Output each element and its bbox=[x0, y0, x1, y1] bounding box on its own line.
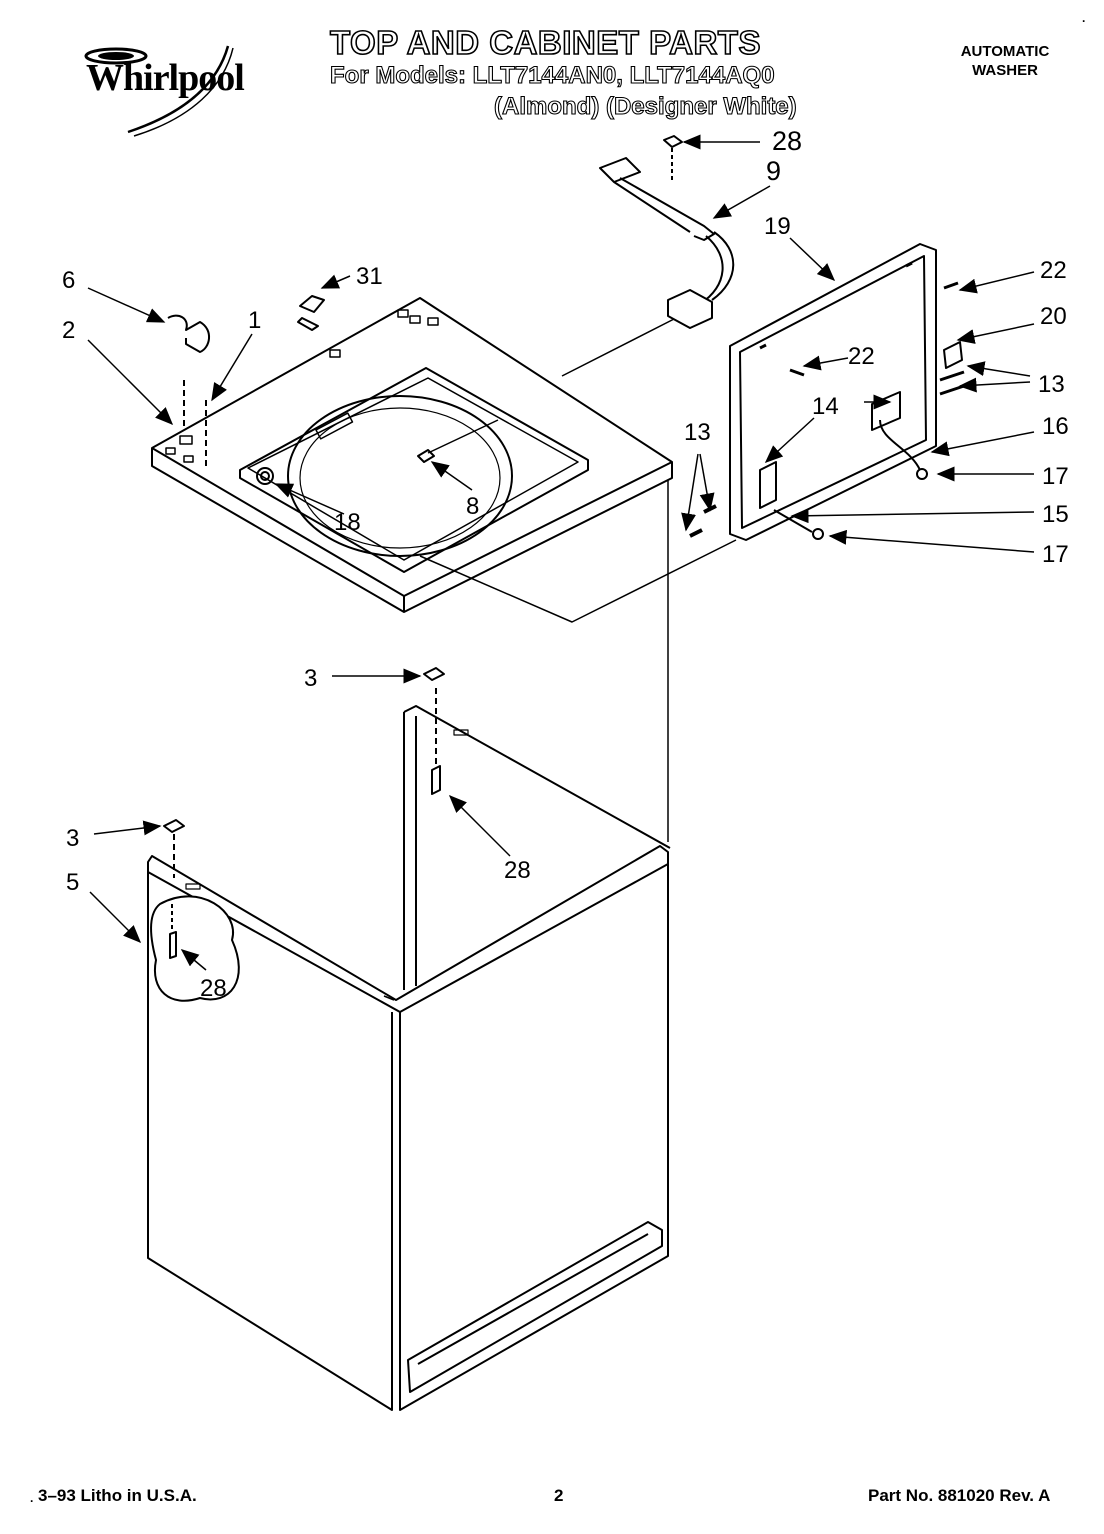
footer-part-number: Part No. 881020 Rev. A bbox=[868, 1486, 1051, 1505]
callout-22-left: 22 bbox=[848, 343, 875, 370]
callout-28-top: 28 bbox=[772, 126, 802, 156]
callout-31: 31 bbox=[356, 263, 383, 290]
callout-3-left: 3 bbox=[66, 825, 79, 852]
callout-28-cabinet: 28 bbox=[504, 857, 531, 884]
callout-16: 16 bbox=[1042, 413, 1069, 440]
callout-1: 1 bbox=[248, 307, 261, 334]
callout-3-top: 3 bbox=[304, 665, 317, 692]
callout-13-left: 13 bbox=[684, 419, 711, 446]
whirlpool-logo bbox=[78, 42, 268, 142]
product-type-line2: WASHER bbox=[972, 62, 1038, 79]
corner-mark-icon: · bbox=[30, 1494, 34, 1508]
callout-2: 2 bbox=[62, 317, 75, 344]
corner-mark-icon: · bbox=[1082, 14, 1086, 28]
page-title: TOP AND CABINET PARTS bbox=[329, 23, 761, 62]
callout-5: 5 bbox=[66, 869, 79, 896]
footer-page-number: 2 bbox=[554, 1486, 564, 1505]
callout-8: 8 bbox=[466, 493, 479, 520]
callout-17-lower: 17 bbox=[1042, 541, 1069, 568]
brand-name: Whirlpool bbox=[86, 57, 245, 99]
callout-20: 20 bbox=[1040, 303, 1067, 330]
footer-litho: 3–93 Litho in U.S.A. bbox=[38, 1486, 197, 1505]
callout-15: 15 bbox=[1042, 501, 1069, 528]
console-frame bbox=[689, 243, 965, 541]
colors-line: (Almond) (Designer White) bbox=[493, 92, 797, 120]
callout-9: 9 bbox=[766, 156, 781, 186]
callout-28-bubble: 28 bbox=[200, 975, 227, 1002]
callout-14: 14 bbox=[812, 393, 839, 420]
callout-13-right: 13 bbox=[1038, 371, 1065, 398]
lid-switch-harness bbox=[599, 135, 735, 329]
callout-6: 6 bbox=[62, 267, 75, 294]
callout-22-right: 22 bbox=[1040, 257, 1067, 284]
callout-19: 19 bbox=[764, 213, 791, 240]
top-panel bbox=[151, 297, 673, 613]
cabinet bbox=[147, 667, 671, 1411]
callout-18: 18 bbox=[334, 509, 361, 536]
models-line: For Models: LLT7144AN0, LLT7144AQ0 bbox=[329, 61, 775, 89]
logo-swoosh-icon bbox=[84, 45, 234, 137]
product-type-line1: AUTOMATIC bbox=[960, 43, 1050, 60]
callout-17-upper: 17 bbox=[1042, 463, 1069, 490]
